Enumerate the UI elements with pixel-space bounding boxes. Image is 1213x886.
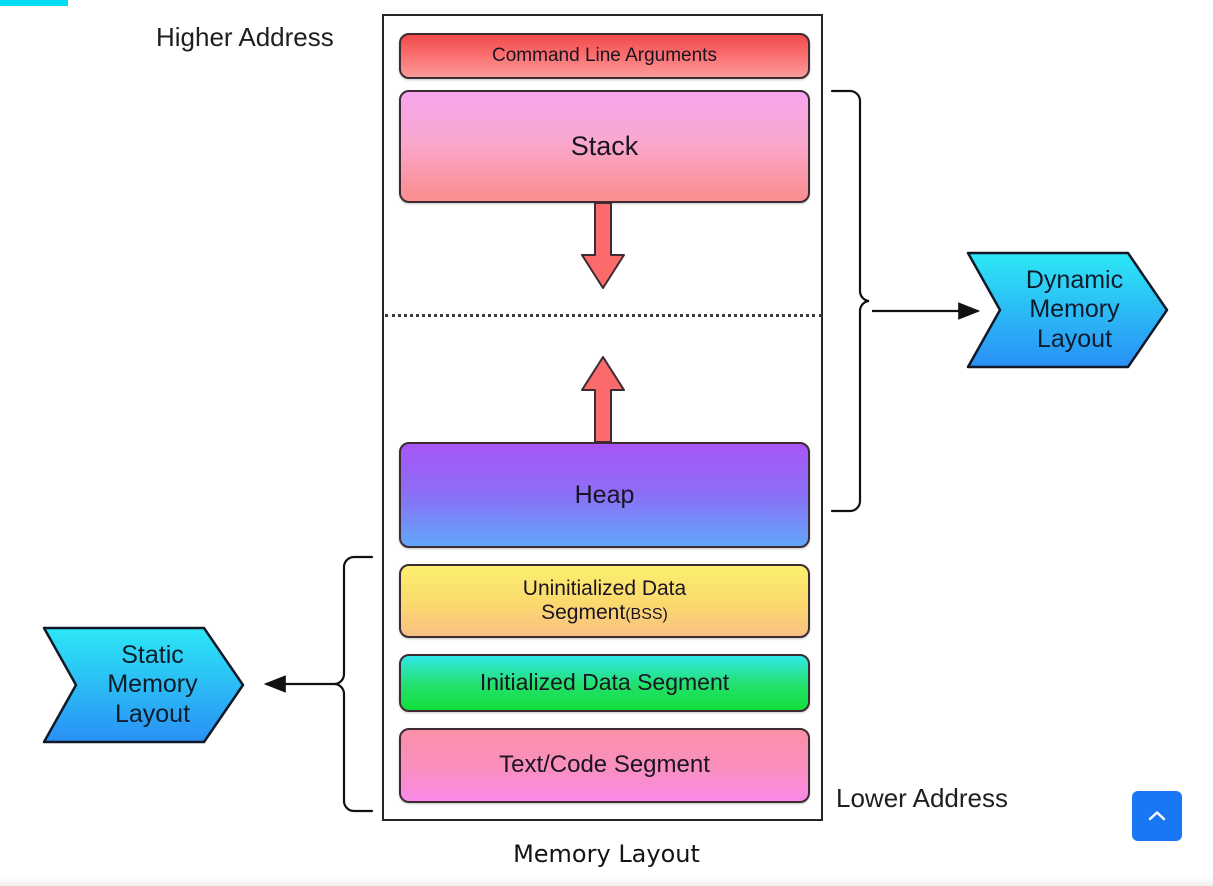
segment-heap: Heap [399,442,810,548]
segment-label-line2: Segment(BSS) [541,601,668,625]
dynamic-memory-layout-callout: Dynamic Memory Layout [960,245,1175,375]
segment-uninitialized-data-bss: Uninitialized Data Segment(BSS) [399,564,810,638]
static-memory-brace [334,555,374,813]
segment-label-abbr: (BSS) [625,606,668,623]
segment-label: Command Line Arguments [492,45,717,67]
page-load-progress-bar [0,0,68,6]
static-memory-layout-callout: Static Memory Layout [36,620,251,750]
scroll-to-top-button[interactable] [1132,791,1182,841]
segment-label-line1: Uninitialized Data [522,577,687,601]
lower-address-label: Lower Address [836,783,1008,813]
chevron-up-icon [1148,811,1166,821]
segment-initialized-data: Initialized Data Segment [399,654,810,712]
stack-heap-boundary-dotted-line [385,314,822,317]
segment-label: Text/Code Segment [499,751,710,779]
heap-grows-up-arrow [580,356,625,443]
memory-layout-frame: Command Line Arguments Stack Heap Uninit… [382,14,823,821]
segment-text-code: Text/Code Segment [399,728,810,803]
diagram-caption: Memory Layout [513,840,700,868]
dynamic-memory-brace [830,89,870,513]
segment-label: Heap [574,481,635,509]
segment-command-line-arguments: Command Line Arguments [399,33,810,79]
stack-grows-down-arrow [580,202,625,289]
segment-label-word: Segment [541,601,626,624]
higher-address-label: Higher Address [156,22,334,52]
segment-label: Stack [570,131,639,162]
segment-stack: Stack [399,90,810,203]
page-bottom-edge [0,876,1213,886]
segment-label: Initialized Data Segment [479,669,730,696]
